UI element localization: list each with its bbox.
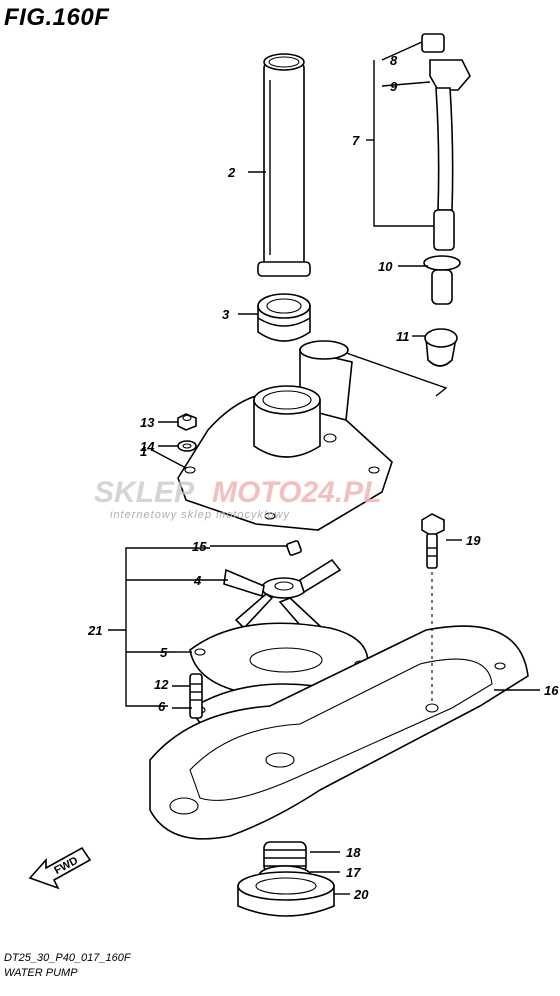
part-small-grommet bbox=[424, 328, 458, 367]
callout-4: 4 bbox=[193, 573, 202, 588]
callout-3: 3 bbox=[222, 307, 230, 322]
callout-11: 11 bbox=[396, 329, 410, 344]
callout-21: 21 bbox=[87, 623, 102, 638]
part-pump-case bbox=[177, 340, 393, 531]
callout-17: 17 bbox=[346, 865, 361, 880]
part-bolt bbox=[421, 513, 445, 569]
part-tube-grommet bbox=[257, 293, 311, 342]
callout-2: 2 bbox=[227, 165, 236, 180]
callout-labels: 1 2 3 4 5 6 7 8 9 10 11 12 13 14 15 16 1… bbox=[87, 53, 559, 902]
part-impeller bbox=[223, 558, 342, 633]
drawing-code: DT25_30_P40_017_160F bbox=[4, 952, 131, 964]
callout-12: 12 bbox=[154, 677, 169, 692]
callout-5: 5 bbox=[160, 645, 168, 660]
drawing-name: WATER PUMP bbox=[4, 967, 78, 979]
watermark-brand-right: MOTO24.PL bbox=[212, 476, 381, 509]
watermark-brand-left: SKLEP bbox=[94, 476, 195, 509]
part-bottom-cover bbox=[237, 871, 335, 917]
callout-19: 19 bbox=[466, 533, 481, 548]
part-hose-assembly bbox=[421, 33, 471, 305]
callout-14: 14 bbox=[140, 439, 155, 454]
callout-8: 8 bbox=[390, 53, 398, 68]
callout-20: 20 bbox=[353, 887, 369, 902]
leader-11-to-pump bbox=[331, 347, 448, 397]
callout-18: 18 bbox=[346, 845, 361, 860]
callout-16: 16 bbox=[544, 683, 559, 698]
watermark: SKLEP MOTO24.PL internetowy sklep motocy… bbox=[94, 476, 381, 521]
callout-15: 15 bbox=[192, 539, 207, 554]
part-impeller-key bbox=[286, 540, 302, 556]
callout-13: 13 bbox=[140, 415, 155, 430]
callout-9: 9 bbox=[390, 79, 398, 94]
watermark-tagline: internetowy sklep motocyklowy bbox=[110, 509, 291, 521]
part-stud-bolt bbox=[189, 673, 203, 719]
callout-leaders bbox=[108, 41, 540, 895]
figure-title: FIG.160F bbox=[4, 4, 110, 31]
callout-10: 10 bbox=[378, 259, 393, 274]
callout-6: 6 bbox=[158, 699, 166, 714]
callout-7: 7 bbox=[352, 133, 360, 148]
callout-1: 1 bbox=[140, 444, 147, 459]
part-washer bbox=[177, 440, 197, 452]
fwd-arrow: FWD bbox=[28, 846, 92, 890]
part-gasket bbox=[189, 622, 369, 698]
part-water-tube bbox=[257, 53, 311, 277]
part-nut bbox=[177, 413, 197, 431]
part-under-panel bbox=[149, 625, 529, 840]
